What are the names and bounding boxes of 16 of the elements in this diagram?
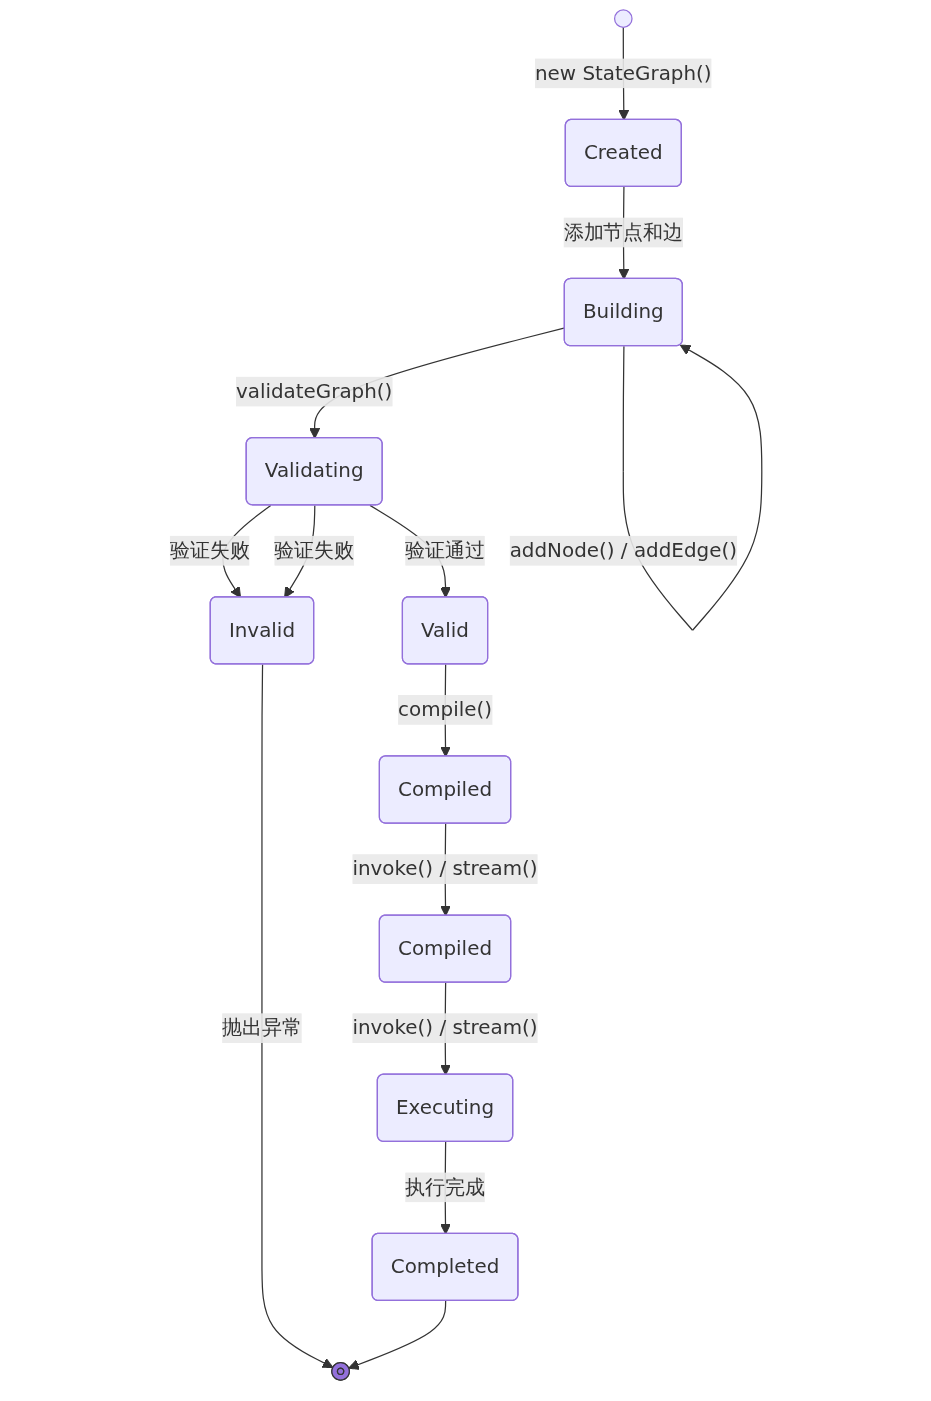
- edge-label: new StateGraph(): [534, 60, 712, 85]
- state-diagram: new StateGraph() 添加节点和边 addNode() / addEdge() validateGraph() 验证失败 验证失败 验证通过 compile() invoke() / stream() invoke() / stream() 执行完成 抛出异常 Created Building Validating Valid Compiled Compiled Executing Invalid Completed: [159, 0, 772, 1390]
- arrow: [347, 1300, 446, 1370]
- edge-label: 执行完成: [404, 1174, 485, 1199]
- node-circle: [613, 9, 633, 28]
- edge-label: 验证失败: [169, 538, 250, 562]
- arrow: [260, 663, 333, 1368]
- edge-label: compile(): [397, 697, 492, 722]
- edge-label: invoke() / stream(): [352, 1015, 538, 1040]
- edge-label: invoke() / stream(): [352, 856, 538, 881]
- edge-label: 添加节点和边: [563, 220, 683, 244]
- edge-label: 验证通过: [404, 538, 485, 562]
- edge-label: validateGraph(): [235, 379, 392, 403]
- edge-label: 验证失败: [274, 538, 354, 562]
- edge-label: addNode() / addEdge(): [509, 538, 737, 562]
- edge-label: 抛出异常: [221, 1015, 302, 1040]
